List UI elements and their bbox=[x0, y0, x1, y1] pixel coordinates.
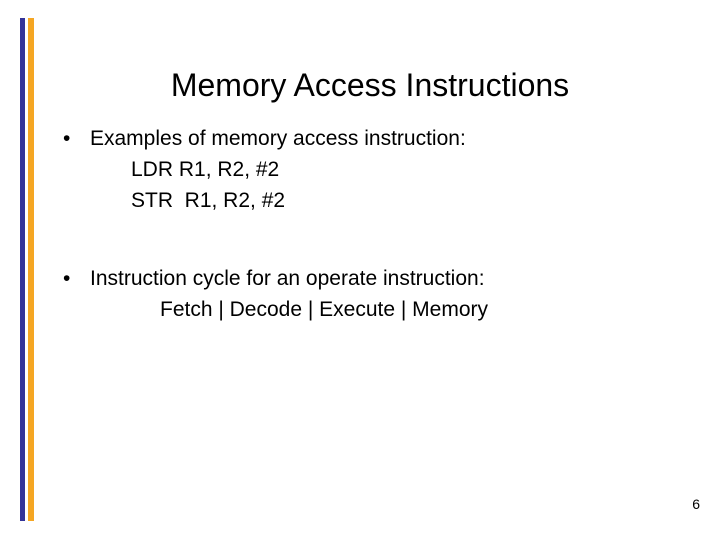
bullet-item-cycle-label: Instruction cycle for an operate instruc… bbox=[90, 267, 485, 290]
decorative-blue-bar bbox=[20, 18, 25, 521]
bullet-dot-icon: • bbox=[63, 267, 71, 290]
decorative-orange-bar bbox=[28, 18, 34, 521]
instruction-line-ldr: LDR R1, R2, #2 bbox=[131, 158, 280, 181]
page-number: 6 bbox=[692, 496, 700, 512]
bullet-dot-icon: • bbox=[63, 127, 71, 150]
instruction-cycle-stages: Fetch | Decode | Execute | Memory bbox=[160, 298, 488, 321]
content-spacer bbox=[58, 216, 678, 264]
bullet-item-examples: • Examples of memory access instruction: bbox=[58, 124, 678, 154]
page-title: Memory Access Instructions bbox=[170, 67, 570, 104]
instruction-line-str: STR R1, R2, #2 bbox=[131, 189, 286, 212]
slide-body: • Examples of memory access instruction:… bbox=[58, 124, 678, 325]
bullet-item-cycle: • Instruction cycle for an operate instr… bbox=[58, 264, 678, 294]
bullet-item-examples-label: Examples of memory access instruction: bbox=[90, 127, 466, 150]
